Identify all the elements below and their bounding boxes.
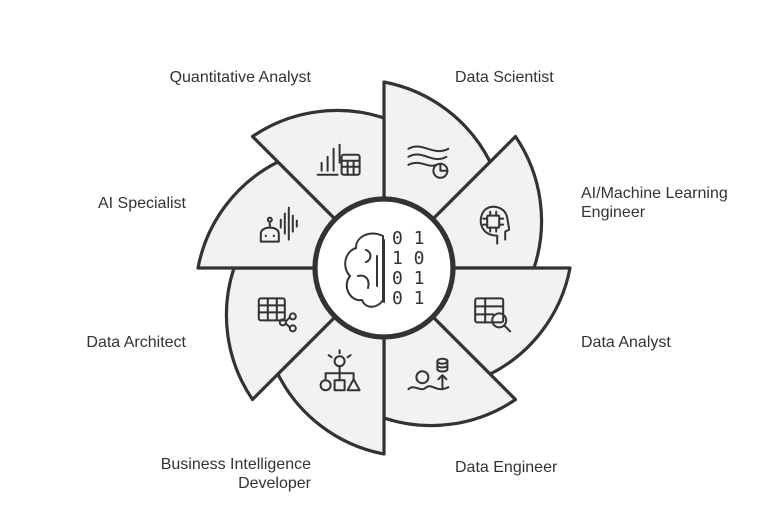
label-bi-developer: Business Intelligence Developer — [160, 456, 311, 492]
segment-ai-specialist — [196, 160, 337, 270]
table-network-icon — [257, 297, 297, 333]
segment-ai-ml-engineer — [431, 134, 544, 270]
binary-row: 0 1 — [392, 288, 425, 309]
signal-chart-icon — [407, 145, 450, 179]
table-search-icon — [474, 297, 512, 333]
binary-row: 1 0 — [392, 248, 425, 269]
ai-head-chip-icon — [479, 205, 511, 245]
robot-voice-icon — [259, 206, 298, 243]
binary-row: 0 1 — [392, 268, 425, 289]
segment-data-architect — [224, 266, 337, 402]
chart-calculator-icon — [316, 143, 361, 176]
segment-data-analyst — [431, 266, 572, 376]
segment-quantitative-analyst — [250, 108, 386, 221]
label-data-analyst: Data Analyst — [581, 334, 671, 351]
idea-shapes-icon — [319, 349, 361, 392]
label-quantitative-analyst: Quantitative Analyst — [169, 69, 311, 86]
segment-data-engineer — [382, 315, 518, 428]
brain-binary-icon — [344, 232, 385, 308]
label-data-architect: Data Architect — [86, 334, 186, 351]
database-pipeline-icon — [407, 357, 450, 391]
label-data-scientist: Data Scientist — [455, 69, 554, 86]
label-ai-ml-engineer: AI/Machine Learning Engineer — [581, 185, 728, 221]
label-data-engineer: Data Engineer — [455, 459, 558, 476]
label-ai-specialist: AI Specialist — [97, 195, 186, 212]
binary-row: 0 1 — [392, 228, 425, 249]
